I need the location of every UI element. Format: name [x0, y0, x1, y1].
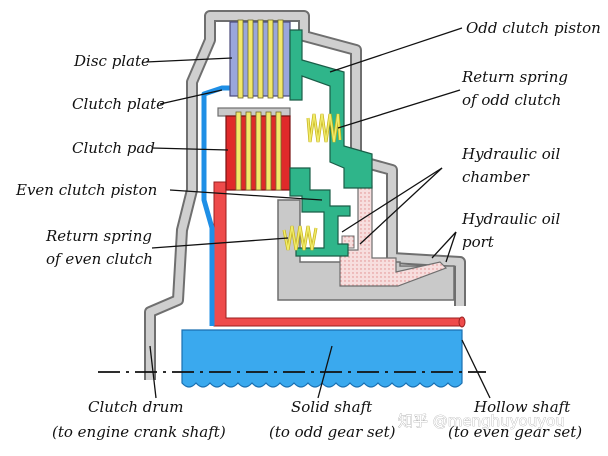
clutch-pad-inserts: [235, 111, 282, 191]
label-return-spring-odd-1: Return spring: [461, 68, 568, 86]
disc-plate-inserts: [237, 19, 284, 99]
label-hydraulic-oil-chamber-1: Hydraulic oil: [461, 145, 561, 163]
label-solid-shaft-1: Solid shaft: [291, 398, 373, 416]
leader-lines: [145, 27, 491, 399]
label-clutch-drum-1: Clutch drum: [88, 398, 183, 416]
label-hydraulic-oil-port-2: port: [462, 233, 495, 251]
label-clutch-pad: Clutch pad: [72, 139, 155, 157]
label-return-spring-odd-2: of odd clutch: [462, 91, 561, 109]
watermark: 知乎 @menghuyouyou: [398, 412, 565, 430]
label-clutch-plate: Clutch plate: [72, 95, 165, 113]
even-clutch-piston: [289, 167, 351, 257]
label-return-spring-even-2: of even clutch: [46, 250, 153, 268]
label-disc-plate: Disc plate: [73, 52, 150, 70]
label-hydraulic-oil-chamber-2: chamber: [462, 168, 530, 186]
label-hollow-shaft-1: Hollow shaft: [473, 398, 571, 416]
label-clutch-drum-2: (to engine crank shaft): [52, 423, 226, 441]
label-odd-clutch-piston: Odd clutch piston: [466, 19, 601, 37]
odd-clutch-piston: [289, 29, 373, 189]
label-even-clutch-piston: Even clutch piston: [15, 181, 157, 199]
solid-shaft: [181, 329, 463, 388]
label-hydraulic-oil-port-1: Hydraulic oil: [461, 210, 561, 228]
label-return-spring-even-1: Return spring: [45, 227, 152, 245]
label-solid-shaft-2: (to odd gear set): [269, 423, 396, 441]
label-hollow-shaft-2: (to even gear set): [448, 423, 582, 441]
